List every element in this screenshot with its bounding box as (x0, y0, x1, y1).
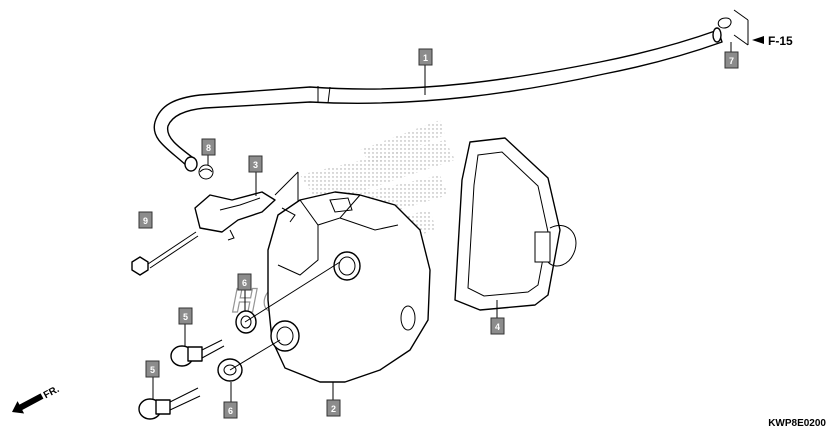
svg-text:1: 1 (423, 53, 428, 63)
front-arrow-icon (12, 393, 44, 414)
reference-f15: F-15 (752, 34, 793, 48)
svg-text:8: 8 (206, 143, 211, 153)
svg-text:6: 6 (228, 406, 233, 416)
callout-6-upper: 6 (237, 273, 252, 291)
svg-text:9: 9 (143, 216, 148, 226)
bolt-5b (138, 387, 201, 420)
callout-5-lower: 5 (145, 360, 160, 378)
bracket-3 (194, 171, 299, 241)
front-label: FR. (42, 384, 62, 401)
callout-9: 9 (138, 211, 153, 229)
breather-tube (153, 27, 723, 172)
callout-1: 1 (418, 48, 433, 66)
bolt-9 (131, 231, 199, 276)
svg-text:2: 2 (331, 404, 336, 414)
seal-washer-6a (235, 310, 257, 334)
head-cover-2 (267, 191, 431, 383)
tube-clip-7 (717, 9, 749, 46)
svg-text:3: 3 (253, 160, 258, 170)
svg-text:7: 7 (729, 56, 734, 66)
svg-text:6: 6 (242, 278, 247, 288)
reference-label: F-15 (768, 34, 793, 48)
svg-text:4: 4 (495, 322, 500, 332)
callout-4: 4 (490, 317, 505, 335)
callout-7: 7 (724, 51, 739, 69)
svg-text:5: 5 (150, 365, 155, 375)
callout-6-lower: 6 (223, 401, 238, 419)
hose-clamp-8 (198, 164, 214, 180)
drawing-code: KWP8E0200 (768, 418, 826, 429)
svg-text:5: 5 (183, 312, 188, 322)
front-direction-arrow: FR. (12, 384, 62, 414)
gasket-4 (454, 137, 577, 311)
callout-3: 3 (248, 155, 263, 173)
callout-8: 8 (201, 138, 216, 156)
callout-2: 2 (326, 399, 341, 417)
leader-lines (152, 42, 732, 402)
callout-5-upper: 5 (178, 307, 193, 325)
bolt-5a (170, 339, 225, 367)
